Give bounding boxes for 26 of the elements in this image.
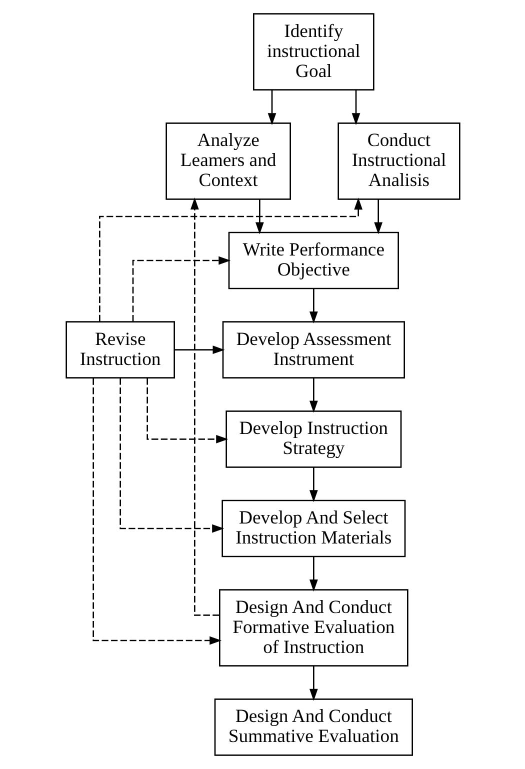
node-box: Analyze Leamers and Context (165, 122, 290, 200)
arrow (190, 197, 219, 616)
arrow (92, 378, 222, 645)
arrow (308, 378, 318, 413)
arrow (254, 199, 264, 234)
arrow (308, 467, 318, 502)
node-box: Identify instructional Goal (252, 13, 374, 90)
arrow (374, 199, 382, 234)
node-box: Develop Assessment Instrument (222, 321, 404, 378)
arrow (267, 90, 276, 126)
node-box: Develop Instruction Strategy (225, 410, 402, 468)
node-box: Conduct Instructional Analisis (337, 122, 460, 200)
node-box: Revise Instruction (65, 321, 174, 378)
arrow (174, 346, 224, 354)
arrow (351, 90, 360, 126)
arrow (308, 556, 318, 592)
node-box: Design And Conduct Summative Evaluation (214, 698, 412, 756)
node-box: Write Performance Objective (228, 232, 398, 290)
node-box: Design And Conduct Formative Evaluation of Instruction (218, 589, 408, 666)
arrow (308, 288, 318, 324)
arrow (132, 256, 230, 322)
arrow (119, 378, 224, 533)
arrow (308, 666, 318, 701)
node-box: Develop And Select Instruction Materials (221, 500, 406, 558)
arrow (146, 378, 228, 444)
arrow (98, 198, 362, 322)
